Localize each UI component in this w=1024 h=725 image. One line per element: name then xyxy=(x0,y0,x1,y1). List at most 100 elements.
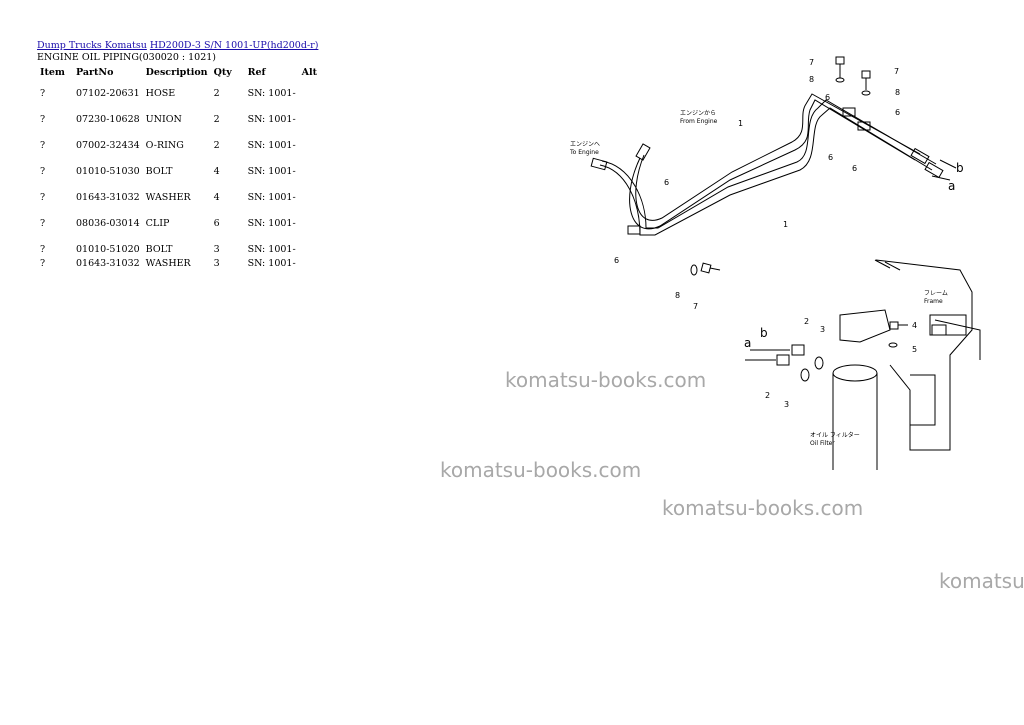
label-frame-jp: フレーム xyxy=(924,290,948,297)
breadcrumb: Dump Trucks Komatsu HD200D-3 S/N 1001-UP… xyxy=(37,40,318,52)
cell-alt xyxy=(299,105,325,131)
cell-qty: 3 xyxy=(213,244,220,255)
cell-description: BOLT xyxy=(145,244,173,255)
cell-description: O-RING xyxy=(145,140,184,151)
cell-alt xyxy=(299,183,325,209)
label-frame: Frame xyxy=(924,298,943,305)
callout-1: 1 xyxy=(738,119,743,128)
callout-4: 4 xyxy=(912,321,917,330)
arrow-label-b: b xyxy=(760,326,768,340)
header-qty: Qty xyxy=(213,67,232,78)
cell-qty: 2 xyxy=(213,88,220,99)
callout-8: 8 xyxy=(895,88,900,97)
parts-table: Item PartNo Description Qty Ref Alt ? 071… xyxy=(37,66,325,275)
cell-alt xyxy=(299,235,325,255)
cell-item: ? xyxy=(40,244,46,255)
label-oil-filter: Oil Filter xyxy=(810,440,835,447)
cell-qty: 2 xyxy=(213,140,220,151)
table-row: ? 07230-10628 UNION 2 SN: 1001- xyxy=(37,105,325,131)
callout-5: 5 xyxy=(912,345,917,354)
cell-alt xyxy=(299,79,325,105)
cell-qty: 2 xyxy=(213,114,220,125)
cell-description: BOLT xyxy=(145,166,173,177)
cell-qty: 3 xyxy=(213,258,220,269)
cell-description: WASHER xyxy=(145,192,191,203)
label-to-engine-jp: エンジンへ xyxy=(570,141,600,148)
callout-6: 6 xyxy=(614,256,619,265)
cell-ref: SN: 1001- xyxy=(247,88,296,99)
header-partno: PartNo xyxy=(76,67,114,78)
cell-ref: SN: 1001- xyxy=(247,218,296,229)
cell-item: ? xyxy=(40,258,46,269)
header-item: Item xyxy=(40,67,65,78)
page-subtitle: ENGINE OIL PIPING(030020 : 1021) xyxy=(37,52,217,63)
breadcrumb-link-dump-trucks-komatsu[interactable]: Dump Trucks Komatsu xyxy=(37,40,147,51)
cell-partno: 08036-03014 xyxy=(76,218,140,229)
callout-7: 7 xyxy=(693,302,698,311)
cell-ref: SN: 1001- xyxy=(247,258,296,269)
watermark: komatsu-books.com xyxy=(662,496,864,520)
cell-item: ? xyxy=(40,192,46,203)
header-ref: Ref xyxy=(247,67,266,78)
cell-item: ? xyxy=(40,218,46,229)
callout-6: 6 xyxy=(828,153,833,162)
cell-qty: 4 xyxy=(213,192,220,203)
diagram-callouts: 1 1 2 2 3 3 4 5 6 6 6 6 6 6 7 7 7 8 8 8 xyxy=(614,58,917,409)
callout-3: 3 xyxy=(820,325,825,334)
cell-ref: SN: 1001- xyxy=(247,140,296,151)
cell-ref: SN: 1001- xyxy=(247,114,296,125)
hose-assembly-drawing xyxy=(590,56,981,470)
cell-ref: SN: 1001- xyxy=(247,244,296,255)
cell-description: UNION xyxy=(145,114,182,125)
arrow-label-a: a xyxy=(948,179,955,193)
callout-6: 6 xyxy=(895,108,900,117)
diagram-arrow-letters: a b a b xyxy=(744,161,964,350)
cell-description: HOSE xyxy=(145,88,176,99)
table-header-row: Item PartNo Description Qty Ref Alt xyxy=(37,66,325,79)
callout-6: 6 xyxy=(825,93,830,102)
cell-partno: 01643-31032 xyxy=(76,192,140,203)
cell-description: CLIP xyxy=(145,218,170,229)
callout-8: 8 xyxy=(675,291,680,300)
arrow-label-a: a xyxy=(744,336,751,350)
header-description: Description xyxy=(145,67,208,78)
header-alt: Alt xyxy=(301,67,318,78)
label-from-engine: From Engine xyxy=(680,118,718,125)
cell-alt xyxy=(299,209,325,235)
callout-2: 2 xyxy=(804,317,809,326)
cell-alt xyxy=(299,131,325,157)
cell-ref: SN: 1001- xyxy=(247,192,296,203)
callout-1: 1 xyxy=(783,220,788,229)
watermark: komatsu xyxy=(939,569,1024,593)
cell-item: ? xyxy=(40,166,46,177)
label-from-engine-jp: エンジンから xyxy=(680,110,716,117)
parts-diagram: エンジンから From Engine エンジンへ To Engine フレーム … xyxy=(569,56,981,470)
table-row: ? 07002-32434 O-RING 2 SN: 1001- xyxy=(37,131,325,157)
label-to-engine: To Engine xyxy=(569,149,599,156)
cell-alt xyxy=(299,255,325,275)
callout-2: 2 xyxy=(765,391,770,400)
callout-3: 3 xyxy=(784,400,789,409)
callout-6: 6 xyxy=(664,178,669,187)
cell-partno: 07102-20631 xyxy=(76,88,140,99)
callout-7: 7 xyxy=(809,58,814,67)
cell-qty: 6 xyxy=(213,218,220,229)
cell-partno: 07002-32434 xyxy=(76,140,140,151)
table-row: ? 08036-03014 CLIP 6 SN: 1001- xyxy=(37,209,325,235)
cell-alt xyxy=(299,157,325,183)
watermark: komatsu-books.com xyxy=(505,368,707,392)
cell-item: ? xyxy=(40,114,46,125)
cell-item: ? xyxy=(40,140,46,151)
watermark: komatsu-books.com xyxy=(440,458,642,482)
breadcrumb-link-model[interactable]: HD200D-3 S/N 1001-UP(hd200d-r) xyxy=(149,40,319,51)
cell-partno: 01643-31032 xyxy=(76,258,140,269)
cell-partno: 01010-51030 xyxy=(76,166,140,177)
cell-qty: 4 xyxy=(213,166,220,177)
callout-8: 8 xyxy=(809,75,814,84)
table-row: ? 01643-31032 WASHER 4 SN: 1001- xyxy=(37,183,325,209)
cell-partno: 07230-10628 xyxy=(76,114,140,125)
callout-6: 6 xyxy=(852,164,857,173)
